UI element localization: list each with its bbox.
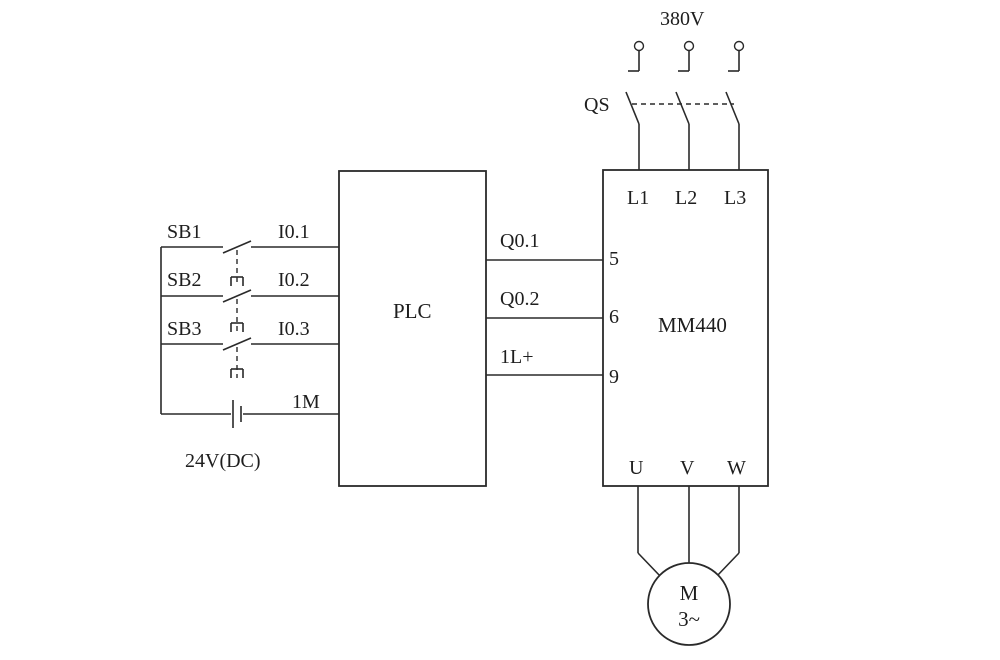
motor-label: M bbox=[680, 581, 699, 605]
inverter-input-l1: L1 bbox=[627, 187, 649, 209]
battery-symbol bbox=[161, 400, 339, 428]
inverter-label: MM440 bbox=[658, 313, 727, 337]
inverter-output-v: V bbox=[680, 457, 695, 479]
button-sb1-label: SB1 bbox=[167, 221, 201, 243]
inverter-terminal-5: 5 bbox=[609, 248, 619, 270]
inverter-box bbox=[602, 169, 769, 487]
qs-label: QS bbox=[584, 94, 610, 116]
inverter-terminal-6: 6 bbox=[609, 306, 619, 328]
inverter-input-l3: L3 bbox=[724, 187, 746, 209]
button-sb2-label: SB2 bbox=[167, 269, 201, 291]
inverter-input-l2: L2 bbox=[675, 187, 697, 209]
motor-symbol bbox=[647, 562, 731, 646]
supply-phase-2 bbox=[675, 40, 695, 170]
inverter-output-u: U bbox=[629, 457, 644, 479]
supply-phase-1 bbox=[625, 40, 645, 170]
inverter-terminal-9: 9 bbox=[609, 366, 619, 388]
button-sb3-switch bbox=[161, 337, 339, 378]
battery-label: 24V(DC) bbox=[185, 450, 261, 472]
plc-box bbox=[338, 170, 487, 487]
supply-phase-3 bbox=[725, 40, 745, 170]
supply-voltage-label: 380V bbox=[660, 8, 705, 30]
motor-wires bbox=[637, 486, 740, 578]
button-sb1-switch bbox=[161, 240, 339, 286]
inverter-output-w: W bbox=[727, 457, 746, 479]
button-sb2-switch bbox=[161, 289, 339, 332]
plc-output-q02: Q0.2 bbox=[500, 288, 539, 310]
plc-input-i03: I0.3 bbox=[278, 318, 310, 340]
plc-label: PLC bbox=[393, 299, 432, 323]
button-sb3-label: SB3 bbox=[167, 318, 201, 340]
plc-output-q01: Q0.1 bbox=[500, 230, 539, 252]
motor-phase-label: 3~ bbox=[678, 607, 700, 631]
plc-input-i02: I0.2 bbox=[278, 269, 310, 291]
plc-common-1m: 1M bbox=[292, 391, 320, 413]
plc-output-1l: 1L+ bbox=[500, 346, 534, 368]
plc-input-i01: I0.1 bbox=[278, 221, 310, 243]
